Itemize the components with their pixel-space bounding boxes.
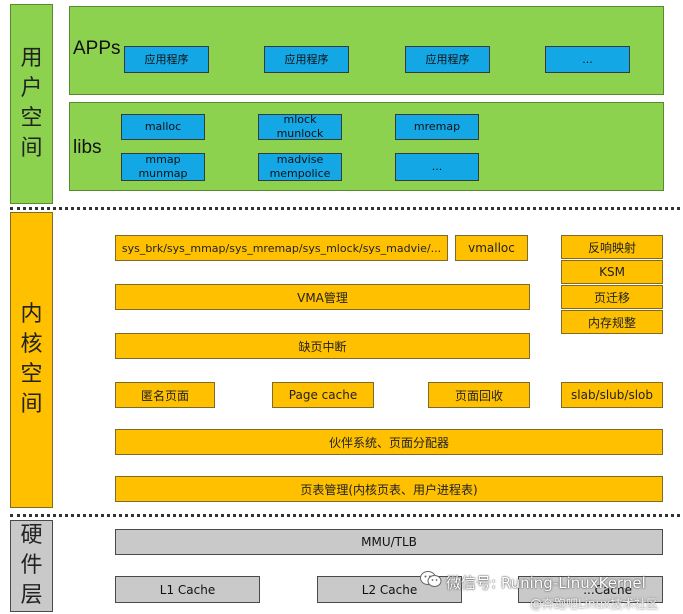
page-table-box: 页表管理(内核页表、用户进程表): [115, 476, 663, 502]
lib-mlock: mlock munlock: [258, 113, 342, 140]
app-box-2: 应用程序: [264, 46, 349, 73]
l2-cache-box: L2 Cache: [317, 576, 462, 603]
wechat-icon: [420, 570, 442, 588]
watermark-wechat-id: 微信号: Runing-LinuxKernel: [446, 574, 646, 592]
vmalloc-box: vmalloc: [455, 235, 528, 261]
separator-user-kernel: [10, 207, 680, 210]
libs-label: libs: [73, 137, 102, 158]
kernel-space-text: 内核 空间: [20, 302, 43, 417]
memory-compaction-box: 内存规整: [561, 310, 663, 334]
l1-cache-box: L1 Cache: [115, 576, 260, 603]
user-space-text: 用户 空间: [20, 46, 43, 161]
ksm-box: KSM: [561, 260, 663, 284]
lib-mremap: mremap: [395, 114, 479, 140]
kernel-space-label: 内核 空间: [10, 212, 53, 508]
hardware-text: 硬件 层: [20, 523, 43, 608]
anon-page-box: 匿名页面: [115, 382, 215, 408]
lib-malloc: malloc: [121, 114, 205, 140]
hardware-label: 硬件 层: [10, 520, 53, 612]
watermark-community: @奔跑吧Linux技术社区: [530, 597, 659, 611]
user-space-label: 用户 空间: [10, 4, 53, 204]
buddy-system-box: 伙伴系统、页面分配器: [115, 429, 663, 455]
mmu-tlb-box: MMU/TLB: [115, 529, 663, 555]
lib-mmap: mmap munmap: [121, 153, 205, 181]
slab-box: slab/slub/slob: [561, 382, 663, 408]
app-box-3: 应用程序: [405, 46, 490, 73]
syscalls-box: sys_brk/sys_mmap/sys_mremap/sys_mlock/sy…: [115, 235, 448, 261]
apps-label: APPs: [73, 38, 121, 59]
page-reclaim-box: 页面回收: [428, 382, 530, 408]
lib-madvise: madvise mempolice: [258, 153, 342, 181]
l3-cache-box: ...Cache: [518, 576, 663, 603]
lib-more: ...: [395, 153, 479, 181]
app-box-4: ...: [545, 46, 630, 73]
reverse-mapping-box: 反响映射: [561, 235, 663, 259]
vma-management-box: VMA管理: [115, 284, 530, 310]
page-cache-box: Page cache: [272, 382, 374, 408]
app-box-1: 应用程序: [124, 46, 209, 73]
page-migration-box: 页迁移: [561, 285, 663, 309]
separator-kernel-hardware: [10, 514, 680, 517]
page-fault-box: 缺页中断: [115, 333, 530, 359]
